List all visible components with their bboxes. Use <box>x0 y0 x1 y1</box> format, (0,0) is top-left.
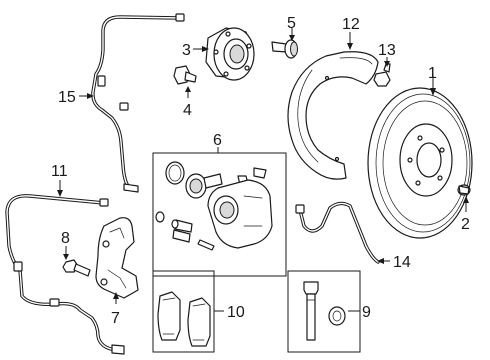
part-5-bolt <box>271 39 298 59</box>
part-13-bolt <box>373 63 391 87</box>
callout-1: 1 <box>428 65 437 82</box>
part-9-guide-pin-kit <box>303 281 346 341</box>
callout-8: 8 <box>61 230 70 247</box>
callout-6: 6 <box>213 132 222 149</box>
part-6-caliper-kit <box>155 161 273 251</box>
part-14-speed-sensor <box>295 201 380 264</box>
part-8-bracket-bolt <box>62 259 91 277</box>
callout-13: 13 <box>378 42 396 59</box>
callout-14: 14 <box>393 254 411 271</box>
callout-11: 11 <box>51 163 68 180</box>
part-4-hub-bolt <box>173 65 197 85</box>
part-15-wear-sensor-upper <box>91 13 185 193</box>
leader-lines <box>57 28 469 312</box>
part-2-rotor-screw <box>457 184 471 196</box>
part-3-hub-bearing <box>205 27 255 81</box>
part-12-dust-shield <box>287 51 379 180</box>
callout-7: 7 <box>111 310 120 327</box>
part-7-caliper-bracket <box>95 217 139 299</box>
callout-9: 9 <box>362 304 371 321</box>
part-10-brake-pads <box>157 291 211 347</box>
part-1-brake-rotor <box>367 87 473 239</box>
callout-10: 10 <box>227 304 245 321</box>
callouts: 1 2 3 4 5 6 7 8 9 10 11 12 13 14 15 <box>51 15 470 327</box>
callout-3: 3 <box>182 42 191 59</box>
callout-5: 5 <box>287 15 296 32</box>
callout-4: 4 <box>183 102 192 119</box>
part-6-group-frame <box>152 152 287 277</box>
callout-15: 15 <box>58 89 76 106</box>
part-11-wear-sensor-lower <box>5 194 125 355</box>
callout-12: 12 <box>342 16 360 33</box>
callout-2: 2 <box>461 216 470 233</box>
